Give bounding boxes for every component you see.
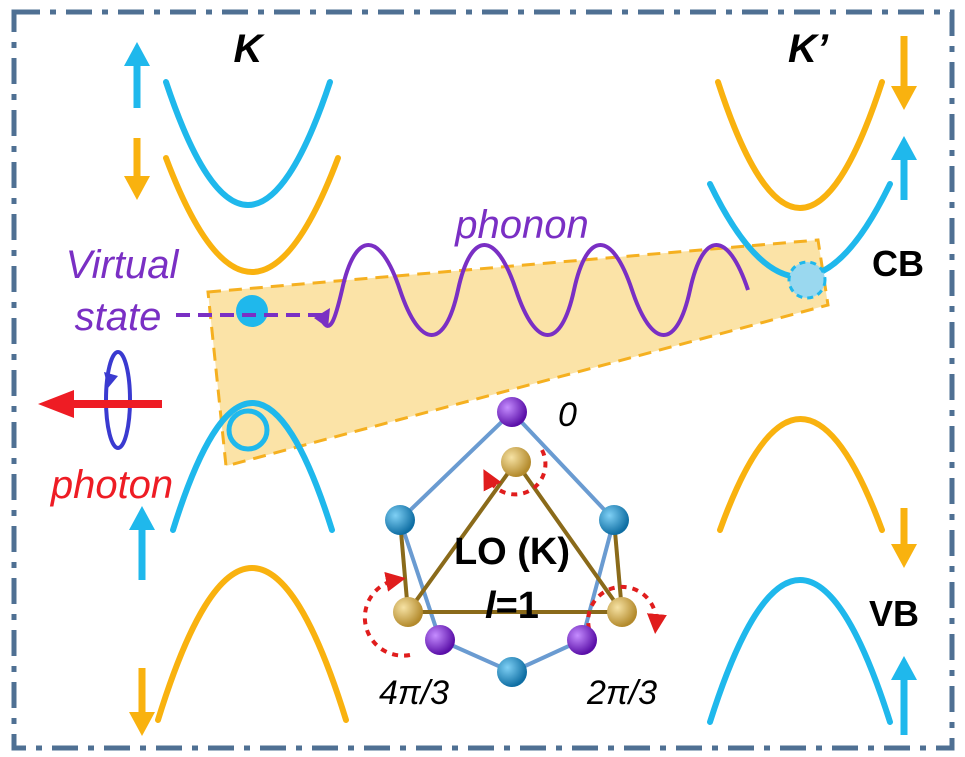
rotation-arrow-top — [483, 449, 548, 497]
phonon-label: phonon — [454, 203, 588, 247]
spin-down-arrow-icon — [891, 508, 917, 568]
rotation-arrow-left — [362, 572, 411, 658]
phase-4pi3-label: 4π/3 — [379, 674, 449, 712]
scattering-region — [206, 238, 830, 468]
lattice-bond — [398, 519, 410, 613]
atom-gold — [501, 447, 531, 477]
lattice-gold-triangle — [404, 458, 626, 614]
kprime-electron — [787, 260, 827, 300]
virtual-state-label-line2: state — [75, 295, 162, 339]
photon-label: photon — [50, 463, 173, 507]
kprime-valence-band-lower — [707, 577, 893, 725]
photon-arrow-icon — [38, 390, 162, 418]
mode-label: LO (K) — [454, 531, 570, 573]
k-conduction-band-upper — [163, 79, 333, 208]
polarization-arrow-icon — [104, 372, 118, 388]
lattice-bond — [612, 519, 624, 613]
kprime-conduction-band-upper — [715, 79, 885, 211]
k-valence-band-upper — [170, 400, 335, 533]
angular-momentum-label: l=1 — [485, 585, 539, 627]
virtual-state-electron — [236, 295, 268, 327]
spin-down-arrow-icon — [891, 36, 917, 110]
vb-label: VB — [869, 593, 919, 634]
atom-purple — [567, 625, 597, 655]
spin-down-arrow-icon — [129, 668, 155, 736]
phonon-wave — [320, 243, 750, 337]
k-conduction-band-lower — [163, 155, 341, 275]
valley-k-label: K — [234, 27, 266, 71]
phase-0-label: 0 — [558, 396, 577, 434]
phonon-arrow-icon — [314, 308, 330, 328]
spin-down-arrow-icon — [124, 138, 150, 200]
hole-state — [226, 408, 270, 452]
atom-gold — [607, 597, 637, 627]
diagram-frame — [11, 9, 955, 751]
lattice-diagram — [362, 397, 667, 687]
phase-2pi3-label: 2π/3 — [586, 674, 657, 712]
virtual-state-label-line1: Virtual — [66, 243, 180, 287]
atom-gold — [393, 597, 423, 627]
k-valence-band-lower — [155, 565, 349, 723]
angular-momentum-value: =1 — [496, 585, 539, 627]
atom-blue — [497, 657, 527, 687]
cb-label: CB — [872, 243, 924, 284]
valley-kprime-label: K’ — [788, 27, 829, 71]
kprime-valence-band-upper — [717, 416, 885, 533]
atom-blue — [385, 505, 415, 535]
rotation-arrow-right — [586, 584, 667, 642]
angular-momentum-symbol: l — [485, 585, 497, 627]
atom-purple — [425, 625, 455, 655]
atom-purple — [497, 397, 527, 427]
spin-up-arrow-icon — [891, 136, 917, 200]
spin-up-arrow-icon — [891, 656, 917, 735]
spin-up-arrow-icon — [124, 42, 150, 108]
spin-up-arrow-icon — [129, 506, 155, 580]
atom-blue — [599, 505, 629, 535]
